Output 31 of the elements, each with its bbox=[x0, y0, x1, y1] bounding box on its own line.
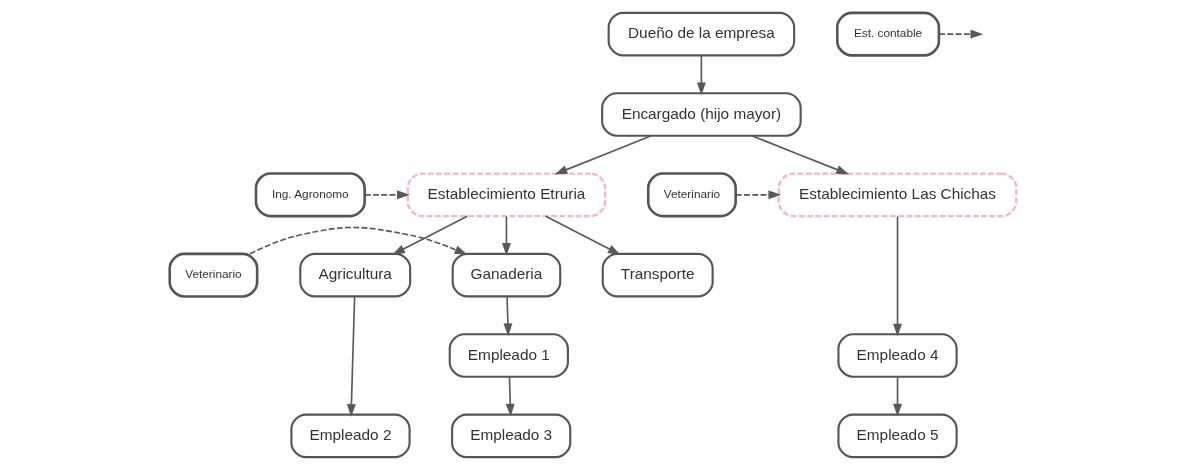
node-box: Est. contable bbox=[835, 11, 940, 57]
arrow bbox=[363, 190, 410, 200]
arrow bbox=[248, 226, 467, 255]
node-box: Establecimiento Las Chichas bbox=[777, 172, 1017, 218]
arrow bbox=[391, 215, 468, 255]
node-box: Establecimiento Etruria bbox=[406, 172, 606, 218]
node-box: Empleado 2 bbox=[289, 413, 411, 459]
arrow bbox=[544, 215, 621, 255]
node-box: Ganaderia bbox=[451, 252, 561, 298]
arrow bbox=[346, 295, 356, 417]
node-box: Ing. Agronomo bbox=[254, 172, 366, 218]
node-box: Agricultura bbox=[298, 252, 411, 298]
arrow bbox=[696, 55, 706, 96]
node-box: Empleado 4 bbox=[836, 333, 958, 378]
arrow bbox=[554, 135, 651, 175]
arrow bbox=[501, 215, 511, 256]
node-box: Encargado (hijo mayor) bbox=[600, 92, 802, 137]
arrow bbox=[892, 215, 902, 337]
node-box: Transporte bbox=[601, 252, 714, 298]
arrow bbox=[751, 135, 849, 175]
arrow bbox=[937, 29, 983, 39]
node-box: Empleado 1 bbox=[448, 333, 569, 378]
arrow bbox=[505, 376, 515, 417]
arrow bbox=[734, 190, 781, 200]
node-box: Dueño de la empresa bbox=[607, 11, 795, 57]
node-box: Veterinario bbox=[646, 172, 737, 218]
node-box: Empleado 5 bbox=[836, 413, 958, 459]
node-box: Empleado 3 bbox=[450, 413, 571, 459]
arrow bbox=[502, 296, 512, 337]
node-box: Veterinario bbox=[167, 252, 258, 298]
arrow bbox=[892, 376, 902, 417]
